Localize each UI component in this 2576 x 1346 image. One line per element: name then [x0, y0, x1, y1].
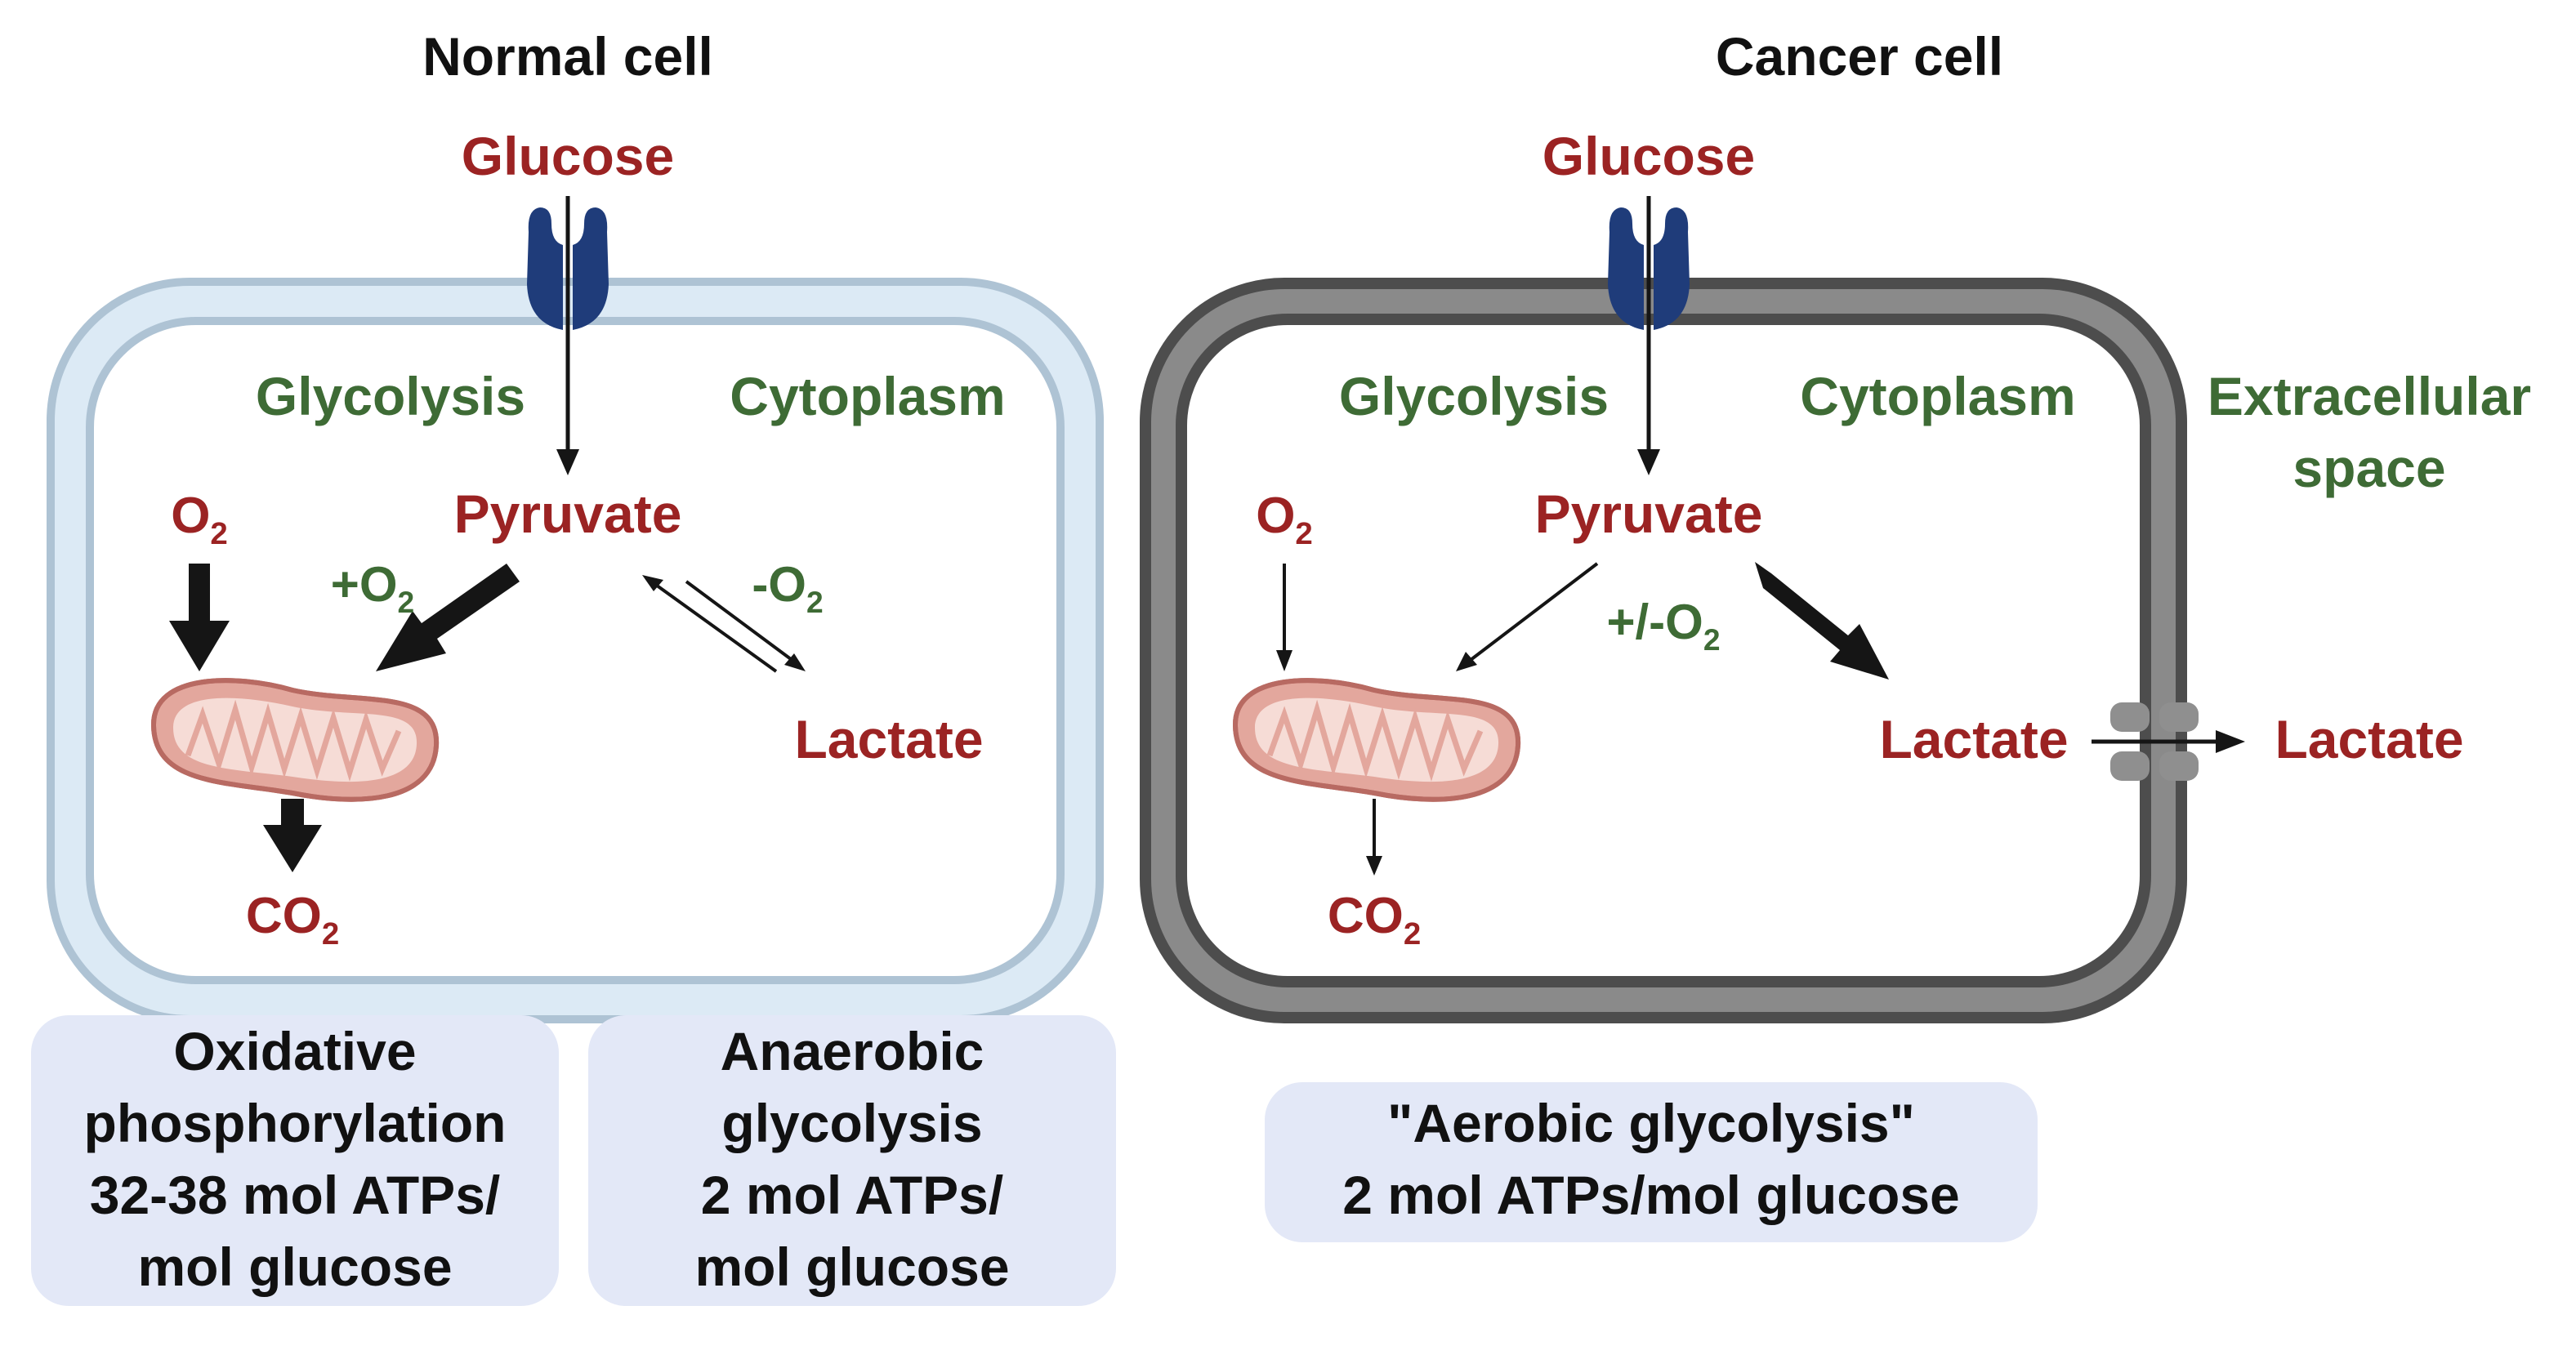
- cancer-extracellular-label-line2: space: [2293, 438, 2445, 498]
- normal-o2-base: O: [171, 488, 210, 544]
- normal-minus-o2-base: -O: [752, 557, 806, 612]
- normal-cell-title: Normal cell: [422, 26, 713, 87]
- normal-mitochondrion-edge: [150, 678, 440, 802]
- anaerobic-box-line1: Anaerobic: [721, 1021, 984, 1081]
- cancer-co2-base: CO: [1328, 888, 1404, 944]
- cancer-lactate-outside-label: Lactate: [2275, 709, 2463, 769]
- cancer-pyruvate-to-mito-arrow-shaft: [1469, 562, 1599, 662]
- cancer-pyruvate-to-mito-arrowhead: [1456, 652, 1477, 671]
- channel-bottom-right: [2159, 751, 2199, 781]
- anaerobic-box-line3: 2 mol ATPs/: [701, 1165, 1003, 1225]
- cancer-o2-base: O: [1256, 488, 1295, 544]
- aerobic-box-line2: 2 mol ATPs/mol glucose: [1342, 1165, 1960, 1225]
- cancer-lactate-inside-label: Lactate: [1879, 709, 2068, 769]
- aerobic-glycolysis-summary-box: [1265, 1082, 2038, 1242]
- oxphos-summary-box: [31, 1015, 559, 1306]
- anaerobic-box-line4: mol glucose: [694, 1237, 1009, 1297]
- cancer-mito-to-co2-arrowhead: [1366, 856, 1382, 876]
- normal-pyruvate-to-lactate-arrow-shaft: [685, 580, 796, 663]
- cancer-cytoplasm-label: Cytoplasm: [1800, 366, 2075, 426]
- aerobic-box-line1: "Aerobic glycolysis": [1387, 1093, 1915, 1153]
- oxphos-box-line2: phosphorylation: [84, 1093, 507, 1153]
- cancer-pyruvate-label: Pyruvate: [1535, 484, 1763, 544]
- normal-glucose-to-pyruvate-arrowhead: [556, 449, 579, 475]
- glucose-transporter-icon: [527, 207, 609, 330]
- normal-plus-o2-label: +O2: [331, 557, 414, 619]
- mitochondrion-icon: [150, 678, 440, 802]
- lactate-channel-icon: [2110, 702, 2199, 781]
- cancer-o2-sub: 2: [1295, 516, 1312, 551]
- cancer-mitochondrion-cristae: [1266, 699, 1484, 782]
- cancer-co2-sub: 2: [1404, 916, 1421, 952]
- normal-lactate-label: Lactate: [794, 709, 983, 769]
- normal-lactate-to-pyruvate-arrow-shaft: [652, 582, 778, 673]
- cancer-mitochondrion-edge: [1232, 678, 1521, 802]
- cancer-o2-to-mito-arrowhead: [1276, 650, 1292, 671]
- normal-mito-to-co2-arrow: [263, 799, 322, 872]
- anaerobic-summary-box: [588, 1015, 1116, 1306]
- normal-glucose-label: Glucose: [462, 126, 674, 186]
- normal-glycolysis-label: Glycolysis: [256, 366, 525, 426]
- glucose-transporter-icon: [1608, 207, 1690, 330]
- normal-lactate-to-pyruvate-arrowhead: [642, 575, 663, 591]
- normal-co2-sub: 2: [322, 916, 339, 952]
- normal-cytoplasm-label: Cytoplasm: [730, 366, 1005, 426]
- normal-pyruvate-to-mito-arrow: [376, 564, 520, 671]
- normal-pyruvate-to-lactate-arrowhead: [784, 653, 806, 671]
- normal-pyruvate-label: Pyruvate: [454, 484, 682, 544]
- cancer-plus-minus-o2-sub: 2: [1703, 622, 1721, 657]
- cancer-transporter-left-lobe: [1608, 207, 1644, 330]
- oxphos-box-line3: 32-38 mol ATPs/: [90, 1165, 501, 1225]
- cancer-transporter-right-lobe: [1654, 207, 1690, 330]
- channel-bottom-left: [2110, 751, 2150, 781]
- normal-mitochondrion-cristae: [185, 699, 402, 782]
- normal-minus-o2-label: -O2: [752, 557, 823, 619]
- normal-o2-to-mito-arrow: [169, 564, 230, 671]
- cancer-extracellular-label-line1: Extracellular: [2208, 366, 2531, 426]
- normal-o2-sub: 2: [210, 516, 227, 551]
- cancer-glucose-to-pyruvate-arrowhead: [1637, 449, 1660, 475]
- cancer-glycolysis-label: Glycolysis: [1339, 366, 1609, 426]
- cancer-glucose-label: Glucose: [1542, 126, 1755, 186]
- cancer-plus-minus-o2-base: +/-O: [1606, 595, 1703, 649]
- normal-plus-o2-sub: 2: [398, 585, 415, 619]
- channel-top-left: [2110, 702, 2150, 732]
- anaerobic-box-line2: glycolysis: [721, 1093, 982, 1153]
- normal-co2-base: CO: [246, 888, 322, 944]
- mitochondrion-icon: [1232, 678, 1521, 802]
- channel-top-right: [2159, 702, 2199, 732]
- cancer-co2-label: CO2: [1328, 888, 1421, 952]
- oxphos-box-line4: mol glucose: [137, 1237, 452, 1297]
- normal-plus-o2-base: +O: [331, 557, 398, 612]
- cancer-lactate-export-arrowhead: [2216, 730, 2245, 753]
- cancer-cell-title: Cancer cell: [1716, 26, 2003, 87]
- cancer-plus-minus-o2-label: +/-O2: [1606, 595, 1720, 657]
- normal-transporter-right-lobe: [573, 207, 609, 330]
- cancer-o2-label: O2: [1256, 488, 1313, 551]
- normal-o2-label: O2: [171, 488, 228, 551]
- normal-cell-arrows: [169, 196, 806, 872]
- cancer-cell-arrows: [1276, 196, 2245, 876]
- cancer-pyruvate-to-lactate-arrow: [1755, 562, 1889, 680]
- normal-minus-o2-sub: 2: [806, 585, 824, 619]
- normal-co2-label: CO2: [246, 888, 339, 952]
- normal-transporter-left-lobe: [527, 207, 563, 330]
- oxphos-box-line1: Oxidative: [173, 1021, 416, 1081]
